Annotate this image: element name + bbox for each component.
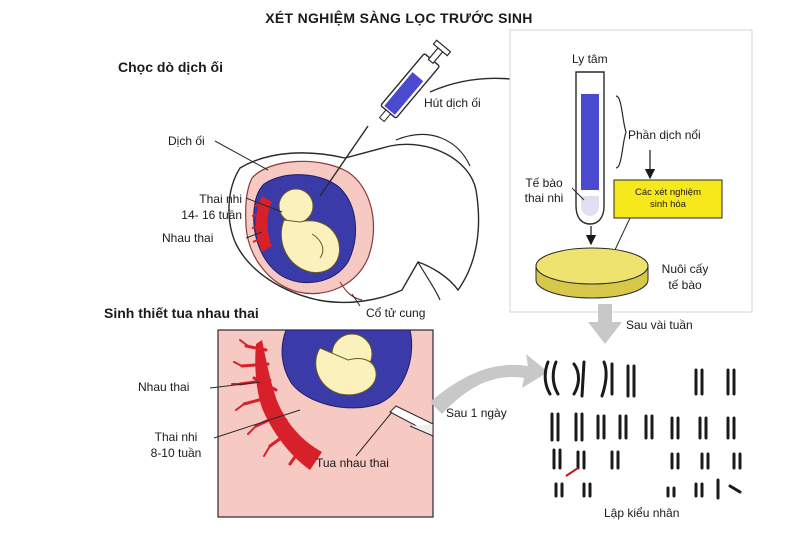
karyotype-chromosomes: [545, 362, 740, 498]
box-line1: Các xét nghiệm: [618, 187, 718, 199]
label-after-one-day: Sau 1 ngày: [446, 406, 507, 420]
label-cervix: Cổ tử cung: [366, 306, 425, 320]
label-culture-line2: tế bào: [652, 278, 718, 292]
amniocentesis-illustration: [229, 134, 479, 302]
label-chorionic-villi: Tua nhau thai: [316, 456, 389, 470]
label-culture-line1: Nuôi cấy: [652, 262, 718, 276]
label-fetus-14-16-line2: 14- 16 tuần: [150, 208, 242, 222]
heading-cvs: Sinh thiết tua nhau thai: [104, 306, 259, 320]
cvs-illustration: [218, 330, 433, 517]
label-centrifuge: Ly tâm: [572, 52, 608, 66]
label-fetus-8-10-line1: Thai nhi: [138, 430, 214, 444]
label-placenta-bottom: Nhau thai: [138, 380, 189, 394]
label-fetal-cells-line2: thai nhi: [514, 191, 574, 205]
label-karyotype: Lập kiểu nhân: [604, 506, 679, 520]
page-title: XÉT NGHIỆM SÀNG LỌC TRƯỚC SINH: [0, 10, 798, 26]
biochemical-tests-text: Các xét nghiệm sinh hóa: [618, 187, 718, 211]
label-amniotic-fluid: Dịch ối: [168, 134, 205, 148]
heading-amniocentesis: Chọc dò dịch ối: [118, 60, 223, 74]
label-fetus-14-16-line1: Thai nhi: [150, 192, 242, 206]
label-suction: Hút dịch ối: [424, 96, 481, 110]
highlight-marker: [566, 468, 578, 476]
test-tube-icon: [576, 72, 604, 224]
label-supernatant: Phần dịch nổi: [628, 128, 701, 142]
box-line2: sinh hóa: [618, 199, 718, 211]
arrow-right-to-karyotype: [430, 354, 548, 414]
label-fetus-8-10-line2: 8-10 tuần: [138, 446, 214, 460]
petri-dish-icon: [536, 248, 648, 298]
label-after-weeks: Sau vài tuần: [626, 318, 693, 332]
label-placenta-top: Nhau thai: [162, 231, 213, 245]
label-fetal-cells-line1: Tế bào: [514, 176, 574, 190]
